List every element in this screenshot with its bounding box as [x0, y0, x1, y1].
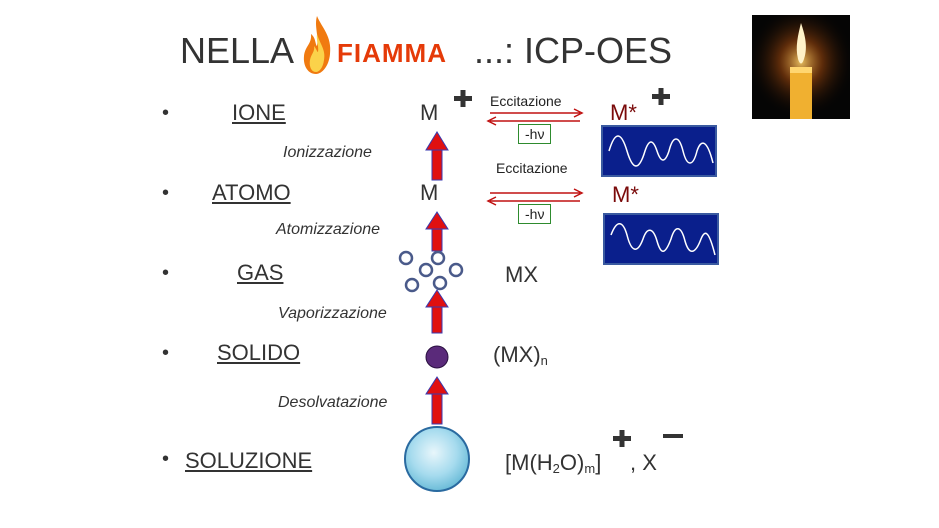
solution-part-b: 2 — [553, 461, 560, 476]
emission-wave-atom — [603, 213, 719, 265]
species-gas: MX — [505, 262, 538, 288]
solution-part-e: ] — [595, 450, 601, 475]
excitation-label-2: Eccitazione — [496, 160, 568, 176]
solid-particle — [426, 346, 448, 368]
arrow-to-gas — [426, 290, 448, 333]
species-solution: [M(H2O)m] — [505, 450, 601, 476]
gas-particles — [400, 252, 462, 291]
arrow-to-atom — [426, 212, 448, 251]
excited-atom: M* — [612, 182, 639, 208]
emission-label-2: -hν — [518, 204, 551, 224]
excitation-arrows-2 — [488, 189, 582, 205]
solution-part-d: m — [584, 461, 595, 476]
species-solution-anion: , X — [630, 450, 657, 476]
solution-droplet — [405, 427, 469, 491]
excitation-label-1: Eccitazione — [490, 93, 562, 109]
solution-part-a: [M(H — [505, 450, 553, 475]
species-solid: (MX)n — [493, 342, 548, 368]
solution-part-c: O) — [560, 450, 584, 475]
excited-ion: M* — [610, 100, 637, 126]
emission-wave-ion — [601, 125, 717, 177]
minus-icon — [663, 434, 683, 438]
species-solid-sub: n — [541, 353, 548, 368]
excitation-arrows-1 — [488, 109, 582, 125]
species-atom: M — [420, 180, 438, 206]
emission-label-1: -hν — [518, 124, 551, 144]
species-ion: M — [420, 100, 438, 126]
species-solid-main: (MX) — [493, 342, 541, 367]
arrow-to-ion — [426, 132, 448, 180]
arrow-to-solid — [426, 377, 448, 424]
